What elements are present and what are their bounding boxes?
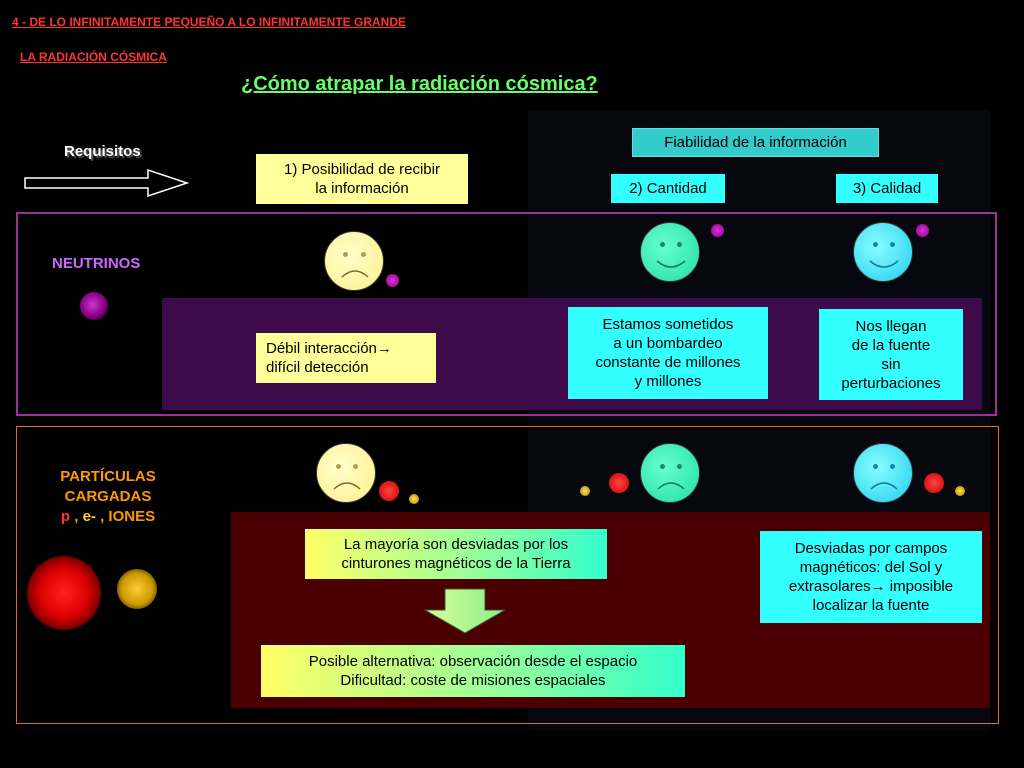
llegan-box: Nos llegan de la fuente sin perturbacion… [819, 309, 963, 400]
neutrino-particle-icon [386, 274, 399, 287]
arrow-down-icon [424, 588, 506, 634]
particulas-label: PARTÍCULAS CARGADAS p , e- , IONES [40, 467, 176, 527]
sad-face-icon [853, 443, 913, 503]
electron-icon [955, 486, 965, 496]
desviadas-campos-line2: magnéticos: del Sol y [799, 559, 943, 576]
alternativa-line2: Dificultad: coste de misiones espaciales [340, 672, 606, 689]
particulas-frame [16, 426, 999, 724]
chapter-title: 4 - DE LO INFINITAMENTE PEQUEÑO A LO INF… [12, 15, 407, 29]
sep-2: , IONES [95, 508, 156, 525]
requisitos-label: Requisitos [64, 143, 141, 160]
proton-icon [27, 556, 101, 630]
sad-face-icon [316, 443, 376, 503]
bombardeo-line2: a un bombardeo [613, 335, 723, 352]
neutrinos-frame [16, 212, 997, 416]
debil-interaccion-box: Débil interacción→ difícil detección [256, 333, 436, 383]
proton-symbol: p [60, 508, 71, 525]
happy-face-icon [853, 222, 913, 282]
llegan-line3: sin [881, 355, 901, 373]
requisito-recibir-box: 1) Posibilidad de recibir la información [256, 154, 468, 204]
neutrino-particle-icon [711, 224, 724, 237]
neutrinos-label: NEUTRINOS [52, 255, 141, 272]
bombardeo-line4: y millones [634, 373, 702, 390]
neutrino-particle-icon [80, 292, 108, 320]
debil-line2: difícil detección [266, 359, 369, 376]
fiabilidad-box: Fiabilidad de la información [632, 128, 879, 157]
bombardeo-line3: constante de millones [595, 354, 741, 371]
sep-1: , [70, 508, 83, 525]
desviadas-tierra-line2: cinturones magnéticos de la Tierra [341, 555, 571, 572]
particulas-line1: PARTÍCULAS [60, 468, 156, 485]
cantidad-box: 2) Cantidad [611, 174, 725, 203]
proton-icon [379, 481, 399, 501]
llegan-line1: Nos llegan [855, 317, 927, 335]
bombardeo-line1: Estamos sometidos [602, 316, 734, 333]
arrow-right-icon [24, 168, 190, 198]
llegan-line2: de la fuente [851, 336, 931, 354]
sad-face-icon [324, 231, 384, 291]
llegan-line4: perturbaciones [841, 374, 941, 392]
proton-icon [924, 473, 944, 493]
electron-icon [117, 569, 157, 609]
desviadas-campos-box: Desviadas por campos magnéticos: del Sol… [760, 531, 982, 623]
debil-line1: Débil interacción→ [266, 340, 392, 357]
bombardeo-box: Estamos sometidos a un bombardeo constan… [568, 307, 768, 399]
proton-icon [609, 473, 629, 493]
electron-symbol: e- [82, 508, 96, 525]
alternativa-line1: Posible alternativa: observación desde e… [308, 653, 638, 670]
calidad-box: 3) Calidad [836, 174, 938, 203]
desviadas-campos-line3: extrasolares→ imposible [788, 578, 954, 595]
desviadas-tierra-box: La mayoría son desviadas por los cinturo… [305, 529, 607, 579]
happy-face-icon [640, 222, 700, 282]
sad-face-icon [640, 443, 700, 503]
electron-icon [409, 494, 419, 504]
desviadas-campos-line1: Desviadas por campos [794, 540, 948, 557]
electron-icon [580, 486, 590, 496]
desviadas-tierra-line1: La mayoría son desviadas por los [343, 536, 569, 553]
particulas-line2: CARGADAS [64, 488, 152, 505]
section-title: LA RADIACIÓN CÓSMICA [20, 50, 167, 64]
requisito-recibir-line1: 1) Posibilidad de recibir [284, 161, 440, 178]
desviadas-campos-line4: localizar la fuente [812, 597, 930, 614]
alternativa-box: Posible alternativa: observación desde e… [261, 645, 685, 697]
page-title: ¿Cómo atrapar la radiación cósmica? [241, 73, 598, 95]
neutrino-particle-icon [916, 224, 929, 237]
requisito-recibir-line2: la información [315, 180, 409, 197]
